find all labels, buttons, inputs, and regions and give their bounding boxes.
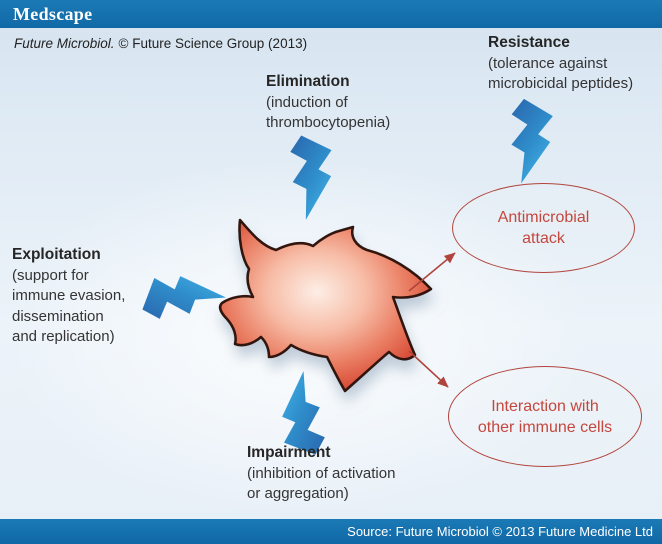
label-impairment-title: Impairment	[247, 444, 331, 461]
header-bar: Medscape	[0, 0, 662, 28]
medscape-logo[interactable]: Medscape	[13, 3, 93, 24]
label-resistance-line: microbicidal peptides)	[488, 75, 634, 92]
label-exploitation-line: dissemination	[12, 307, 104, 325]
arrow-to-antimicrobial-attack	[408, 252, 456, 292]
lightning-bolt-left-icon	[142, 276, 227, 319]
attribution-line: Future Microbiol.© Future Science Group …	[14, 36, 307, 51]
arrow-to-immune-interaction	[408, 350, 449, 388]
source-credit: Source: Future Microbiol © 2013 Future M…	[347, 524, 653, 539]
label-exploitation-line: (support for	[12, 266, 89, 284]
ellipse-immune-interaction: Interaction with other immune cells	[448, 366, 642, 467]
label-resistance-line: (tolerance against	[488, 54, 608, 72]
label-exploitation-line: and replication)	[12, 328, 115, 345]
ellipse-text-line: other immune cells	[477, 418, 613, 436]
footer-bar: Source: Future Microbiol © 2013 Future M…	[0, 519, 662, 544]
label-elimination-line: thrombocytopenia)	[266, 114, 391, 131]
label-elimination: Elimination (induction of thrombocytopen…	[266, 72, 390, 134]
platelet-cell	[218, 218, 433, 393]
label-impairment: Impairment (inhibition of activation or …	[247, 443, 395, 505]
lightning-bolt-top-icon	[290, 135, 332, 220]
copyright-text: © Future Science Group (2013)	[118, 36, 308, 51]
ellipse-text-line: Antimicrobial	[497, 209, 590, 226]
journal-name: Future Microbiol.	[14, 36, 115, 51]
label-resistance-title: Resistance	[488, 34, 570, 51]
ellipse-antimicrobial-attack: Antimicrobial attack	[452, 183, 635, 273]
label-elimination-title: Elimination	[266, 73, 350, 90]
label-exploitation: Exploitation (support for immune evasion…	[12, 245, 125, 348]
ellipse-text-line: attack	[522, 230, 565, 247]
label-exploitation-line: immune evasion,	[12, 287, 126, 304]
label-impairment-line: (inhibition of activation	[247, 464, 396, 482]
label-resistance: Resistance (tolerance against microbicid…	[488, 33, 633, 95]
ellipse-text-line: Interaction with	[491, 397, 599, 415]
label-exploitation-title: Exploitation	[12, 246, 101, 263]
label-impairment-line: or aggregation)	[247, 485, 349, 502]
lightning-bolt-resistance-icon	[511, 98, 553, 184]
label-elimination-line: (induction of	[266, 93, 348, 111]
lightning-bolt-bottom-icon	[282, 370, 325, 455]
